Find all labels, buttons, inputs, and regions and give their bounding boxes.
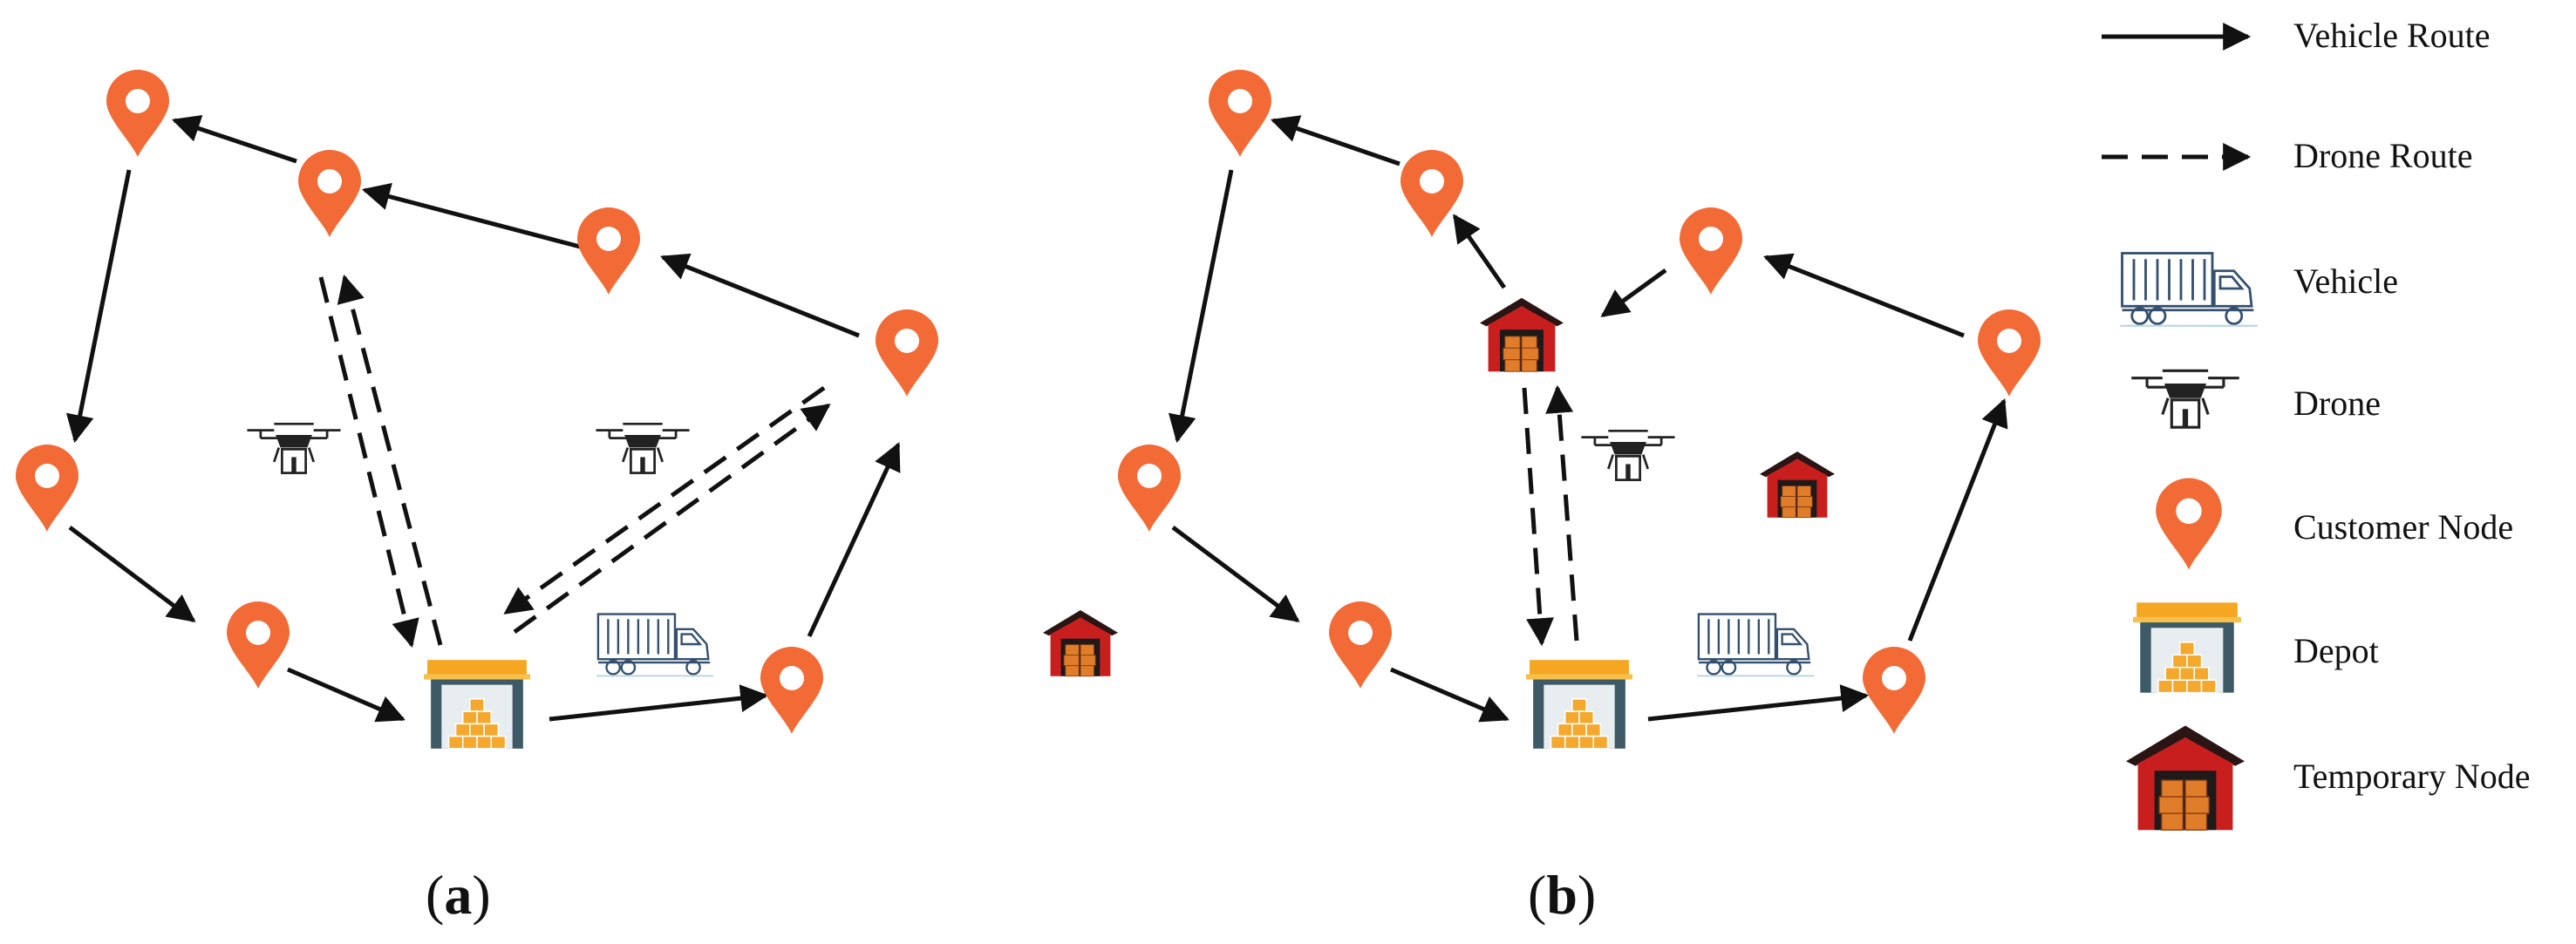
- vehicle-truck-icon: [596, 613, 713, 677]
- panel-a-vehicle-routes: [65, 114, 901, 723]
- panel-a-drone-routes: [318, 274, 831, 649]
- customer-node-icon: [876, 309, 938, 397]
- customer-node-icon: [227, 601, 290, 689]
- vehicle-route-a8: [807, 442, 901, 638]
- temporary-node-icon: [1760, 451, 1835, 519]
- temporary-node-icon: [1043, 609, 1118, 677]
- vehicle-route-b7: [1390, 667, 1509, 723]
- legend-vehicle-icon: [2118, 251, 2259, 328]
- legend-depot-label: Depot: [2293, 631, 2379, 670]
- customer-node-icon: [1863, 647, 1925, 734]
- vehicle-route-a7: [549, 684, 769, 722]
- vehicle-route-a6: [287, 667, 405, 723]
- customer-node-icon: [16, 445, 78, 532]
- vehicle-route-b6: [1171, 525, 1300, 623]
- vehicle-route-b3: [1452, 214, 1507, 289]
- vehicle-route-a5: [68, 526, 196, 622]
- vehicle-route-a3: [171, 114, 297, 164]
- depot-icon: [424, 659, 530, 750]
- vehicle-route-b4: [1270, 115, 1400, 166]
- legend-depot-icon: [2133, 601, 2241, 694]
- customer-node-icon: [1680, 207, 1742, 295]
- vehicle-route-a2: [361, 182, 581, 249]
- customer-node-icon: [106, 70, 169, 157]
- vehicle-route-a4: [65, 169, 132, 444]
- panel-b-drone-routes: [1522, 384, 1579, 647]
- legend: Vehicle Route Drone Route Vehicle Drone …: [2102, 16, 2531, 831]
- customer-node-icon: [577, 207, 640, 295]
- legend-vehicle-route-label: Vehicle Route: [2293, 16, 2491, 55]
- customer-node-icon: [298, 150, 361, 237]
- temporary-node-icon: [1480, 297, 1564, 372]
- legend-drone-icon: [2130, 369, 2241, 429]
- vehicle-route-b1: [1763, 253, 1965, 338]
- legend-temporary-node-icon: [2126, 724, 2245, 831]
- legend-temporary-node-label: Temporary Node: [2293, 757, 2531, 796]
- panel-label-b: (b): [1528, 864, 1596, 926]
- legend-customer-node-icon: [2156, 478, 2222, 570]
- drone-route-a2: [337, 274, 443, 646]
- drone-icon: [1580, 429, 1676, 481]
- customer-node-icon: [1400, 150, 1463, 237]
- customer-node-icon: [1329, 601, 1392, 689]
- legend-vehicle-label: Vehicle: [2293, 261, 2398, 301]
- customer-node-icon: [760, 647, 823, 734]
- vehicle-truck-icon: [1697, 613, 1814, 677]
- drone-route-b1: [1522, 387, 1555, 647]
- panel-a: [16, 70, 1118, 750]
- customer-node-icon: [1118, 445, 1181, 532]
- vehicle-route-b9: [1907, 398, 2008, 642]
- vehicle-route-b8: [1647, 684, 1870, 722]
- legend-customer-node-label: Customer Node: [2293, 507, 2513, 547]
- customer-node-icon: [1209, 70, 1271, 157]
- depot-icon: [1526, 659, 1632, 750]
- drone-route-a1: [318, 276, 419, 649]
- drone-icon: [246, 422, 342, 474]
- customer-node-icon: [1978, 309, 2041, 397]
- vehicle-route-b5: [1168, 169, 1234, 444]
- drone-route-a4: [503, 385, 826, 615]
- legend-drone-label: Drone: [2293, 384, 2381, 423]
- drone-route-b2: [1545, 384, 1579, 642]
- legend-drone-route-label: Drone Route: [2293, 136, 2473, 175]
- panel-b: [1118, 70, 2041, 750]
- drone-route-a3: [513, 403, 831, 635]
- vehicle-route-a1: [660, 253, 860, 338]
- panel-b-vehicle-routes: [1168, 115, 2008, 723]
- drone-icon: [595, 422, 691, 474]
- panel-label-a: (a): [426, 864, 491, 926]
- vehicle-route-b2: [1600, 268, 1667, 318]
